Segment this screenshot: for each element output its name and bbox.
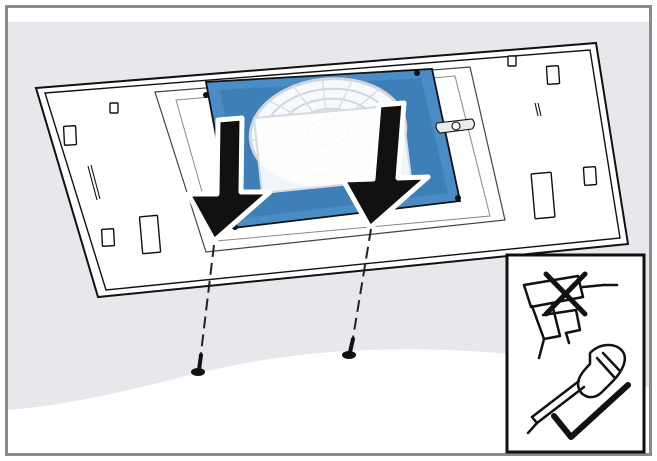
tool-guidance-panel [507,255,644,452]
